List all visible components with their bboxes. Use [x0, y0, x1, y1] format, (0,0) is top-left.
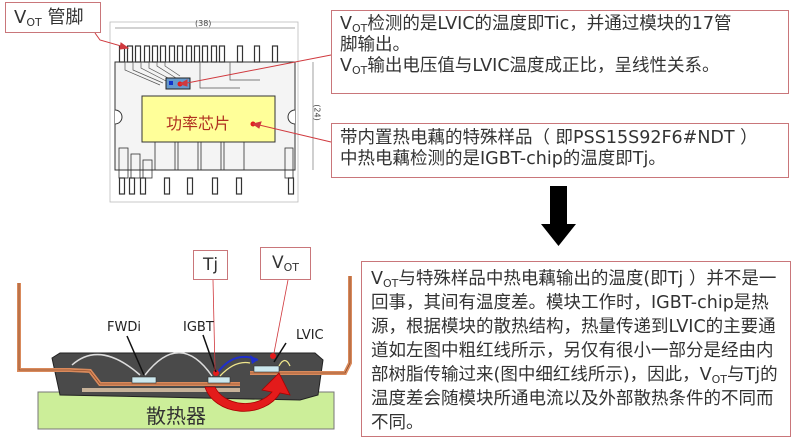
pin	[168, 45, 176, 63]
note-thermocouple-sample: 带内置热电藕的特殊样品（ 即PSS15S92F6#NDT ） 中热电藕检测的是I…	[331, 123, 789, 178]
note1-line2: 脚输出。	[340, 35, 410, 55]
pin	[193, 45, 201, 63]
pin	[176, 45, 184, 63]
pin	[201, 45, 209, 63]
tj-label: Tj	[193, 250, 228, 280]
pin	[163, 177, 171, 195]
pin	[210, 45, 218, 63]
note-temperature-difference: VOT与特殊样品中热电藕输出的温度(即Tj ）并不是一回事，其间有温度差。模块工…	[361, 261, 791, 437]
sub: OT	[351, 22, 368, 35]
v: V	[271, 253, 284, 273]
fwdi-label: FWDi	[107, 320, 141, 335]
pin	[118, 177, 126, 195]
vot-main: V	[14, 7, 27, 28]
note2-line1: 带内置热电藕的特殊样品（ 即PSS15S92F6#NDT ）	[340, 128, 758, 148]
v2: V	[699, 365, 712, 385]
note2-line2: 中热电藕检测的是IGBT-chip的温度即Tj。	[340, 149, 666, 169]
note1-line1: VOT检测的是LVIC的温度即Tic，并通过模块的17管	[340, 14, 780, 35]
vot-cross-label: VOT	[260, 247, 311, 280]
heat-flow-arrow	[204, 372, 291, 412]
power-chip-label: 功率芯片	[166, 114, 231, 133]
v: V	[340, 14, 352, 34]
fwdi-chip	[131, 376, 157, 384]
pin	[139, 177, 147, 195]
pin	[143, 45, 151, 63]
pin	[287, 177, 295, 195]
lvic-chip	[253, 365, 280, 373]
module-cross-section	[17, 276, 352, 430]
pin	[151, 45, 159, 63]
v1: V	[371, 269, 383, 289]
vot-rest: 管脚	[41, 7, 84, 28]
sub1: OT	[382, 277, 399, 290]
vot-pin-label: VOT 管脚	[5, 2, 101, 33]
sub2: OT	[711, 373, 728, 386]
pin	[218, 45, 226, 63]
note-vot-detection: VOT检测的是LVIC的温度即Tic，并通过模块的17管 脚输出。 VOT输出电…	[331, 10, 789, 94]
pin	[253, 45, 261, 63]
text-a: 与特殊样品中热电藕输出的温度(即Tj ）并不是一回事，其间有温度差。模块工作时，…	[371, 269, 777, 385]
module-top-view	[109, 21, 314, 203]
text: 输出电压值与LVIC温度成正比，呈线性关系。	[367, 56, 720, 76]
leader-lines-top	[94, 32, 332, 143]
lvic-label: LVIC	[296, 328, 324, 343]
pin	[128, 177, 136, 195]
pin	[186, 177, 194, 195]
pin	[235, 177, 243, 195]
sub: OT	[283, 261, 300, 274]
pin	[159, 45, 167, 63]
heatsink-label: 散热器	[146, 404, 206, 428]
power-chip-region	[141, 95, 276, 143]
sub: OT	[351, 64, 368, 77]
pin	[271, 45, 279, 63]
down-arrow	[541, 186, 576, 246]
pin	[126, 45, 134, 63]
pin	[211, 177, 219, 195]
dimension-width: (38)	[195, 19, 212, 28]
dimension-height: (24)	[312, 104, 322, 121]
v: V	[340, 56, 352, 76]
pin	[134, 45, 142, 63]
pin	[236, 45, 244, 63]
igbt-chip	[207, 376, 231, 384]
pin	[185, 45, 193, 63]
text-b: 与Tj的温度差会随模块所通电流以及外部散热条件的不同而不同。	[371, 365, 778, 433]
igbt-label: IGBT	[183, 320, 214, 335]
vot-sub: OT	[26, 16, 42, 29]
text: 检测的是LVIC的温度即Tic，并通过模块的17管	[367, 14, 732, 34]
note1-line3: VOT输出电压值与LVIC温度成正比，呈线性关系。	[340, 56, 780, 77]
